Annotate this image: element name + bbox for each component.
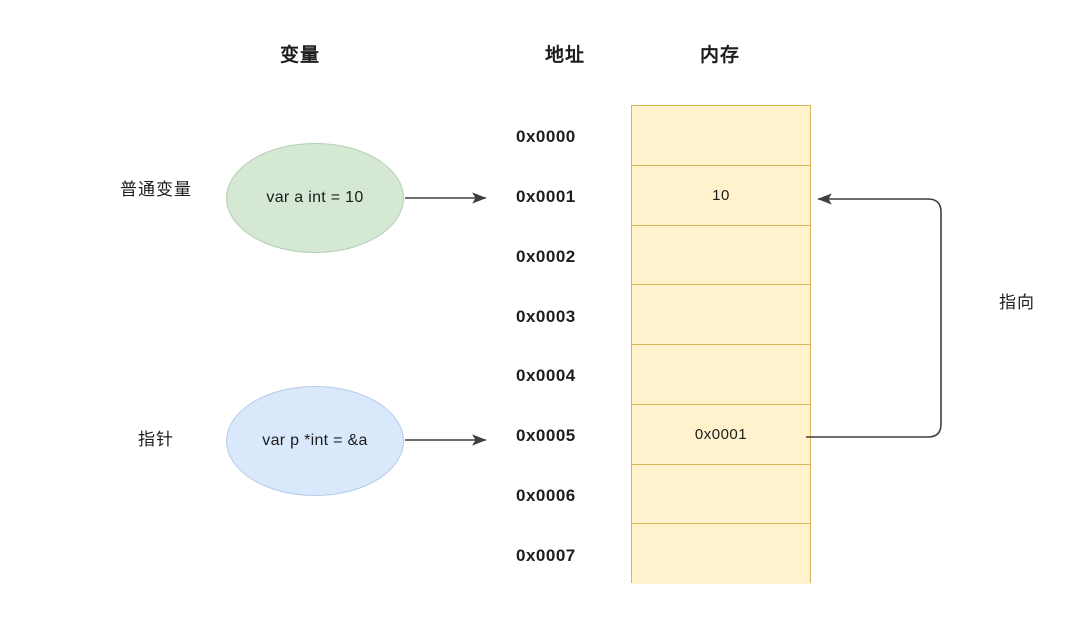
node-variable-p[interactable]: var p *int = &a xyxy=(226,386,404,496)
memory-cell-1-value: 10 xyxy=(712,186,730,204)
label-pointer: 指针 xyxy=(138,430,174,449)
address-label-2: 0x0002 xyxy=(516,247,576,266)
address-label-7: 0x0007 xyxy=(516,546,576,565)
memory-cell-0[interactable] xyxy=(632,106,810,166)
label-points-to: 指向 xyxy=(999,293,1035,312)
memory-cell-6[interactable] xyxy=(632,464,810,525)
memory-cell-4[interactable] xyxy=(632,345,810,405)
column-header-variable: 变量 xyxy=(279,45,320,66)
memory-cell-2[interactable] xyxy=(632,225,810,286)
memory-cell-5[interactable]: 0x0001 xyxy=(632,404,810,465)
column-header-memory: 内存 xyxy=(699,45,740,66)
connector-pointer-to-target xyxy=(806,193,942,438)
address-label-6: 0x0006 xyxy=(516,486,576,505)
memory-cell-3[interactable] xyxy=(632,285,810,345)
memory-table: 10 0x0001 xyxy=(631,105,811,584)
node-variable-a-text: var a int = 10 xyxy=(266,189,364,206)
address-label-4: 0x0004 xyxy=(516,366,576,385)
label-normal-variable: 普通变量 xyxy=(120,180,192,199)
address-label-0: 0x0000 xyxy=(516,127,576,146)
memory-cell-5-value: 0x0001 xyxy=(694,425,748,443)
address-label-3: 0x0003 xyxy=(516,307,576,326)
memory-cell-7[interactable] xyxy=(632,524,810,584)
memory-cell-1[interactable]: 10 xyxy=(632,165,810,226)
node-variable-p-text: var p *int = &a xyxy=(262,432,368,449)
node-variable-a[interactable]: var a int = 10 xyxy=(226,143,404,253)
address-label-1: 0x0001 xyxy=(516,187,576,206)
column-header-address: 地址 xyxy=(544,45,585,66)
address-label-5: 0x0005 xyxy=(516,426,576,445)
